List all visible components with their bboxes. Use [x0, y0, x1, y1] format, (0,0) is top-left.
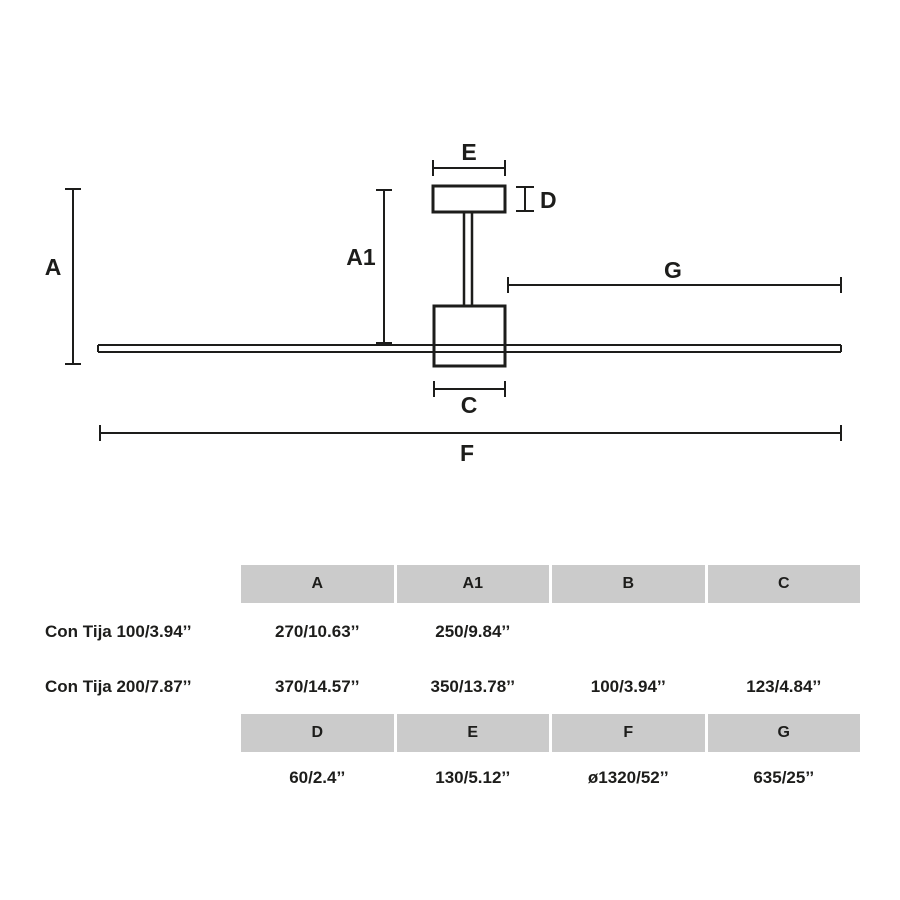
dim-d: D [516, 186, 557, 213]
spec-table: A A1 B C Con Tija 100/3.94’’ 270/10.63’’… [0, 565, 860, 804]
spec-value-a1: 250/9.84’’ [435, 621, 511, 641]
canopy [431, 184, 507, 214]
dim-label-g: G [664, 257, 682, 283]
dim-label-c: C [461, 392, 478, 418]
dim-label-e: E [461, 139, 476, 165]
spec-value-a1: 350/13.78’’ [430, 677, 515, 696]
col-header-d: D [241, 714, 394, 752]
dim-label-a1: A1 [346, 244, 376, 270]
spec-value-d: 60/2.4’’ [289, 768, 346, 787]
row-label-con-tija-100: Con Tija 100/3.94’’ [45, 621, 192, 641]
col-header-b: B [552, 565, 705, 603]
dim-c: C [433, 381, 506, 418]
spec-value-b: 100/3.94’’ [590, 677, 666, 696]
spec-value-g: 635/25’’ [753, 768, 815, 787]
downrod [462, 212, 474, 306]
spec-value-f: ø1320/52’’ [587, 768, 669, 787]
header-spacer [0, 714, 238, 752]
spec-value-b [552, 603, 705, 660]
header-spacer [0, 565, 238, 603]
col-header-g: G [707, 714, 860, 752]
row-label-con-tija-200: Con Tija 200/7.87’’ [45, 677, 192, 696]
col-header-c: C [707, 565, 860, 603]
row-label-empty [0, 752, 238, 804]
fan-dimension-diagram: E D A A1 G [45, 139, 842, 466]
dim-label-a: A [45, 254, 62, 280]
dim-a1: A1 [346, 189, 392, 344]
spec-value-c: 123/4.84’’ [746, 677, 822, 696]
table-header-top: A A1 B C [0, 565, 860, 603]
dim-label-d: D [540, 187, 557, 213]
dim-e: E [432, 139, 506, 176]
table-row: 60/2.4’’ 130/5.12’’ ø1320/52’’ 635/25’’ [0, 752, 860, 804]
dim-g: G [507, 257, 842, 293]
fan-blades [97, 344, 842, 353]
col-header-e: E [396, 714, 549, 752]
dim-f: F [99, 425, 842, 466]
spec-value-a: 370/14.57’’ [275, 677, 360, 696]
table-header-bottom: D E F G [0, 714, 860, 752]
table-row: Con Tija 100/3.94’’ 270/10.63’’ 250/9.84… [0, 603, 860, 660]
spec-value-e: 130/5.12’’ [435, 768, 511, 787]
dim-a: A [45, 188, 81, 365]
col-header-f: F [552, 714, 705, 752]
motor-housing [432, 304, 507, 368]
col-header-a1: A1 [396, 565, 549, 603]
spec-value-c [708, 603, 861, 660]
dim-label-f: F [460, 440, 474, 466]
col-header-a: A [241, 565, 394, 603]
spec-value-a: 270/10.63’’ [275, 621, 360, 641]
table-row: Con Tija 200/7.87’’ 370/14.57’’ 350/13.7… [0, 660, 860, 714]
